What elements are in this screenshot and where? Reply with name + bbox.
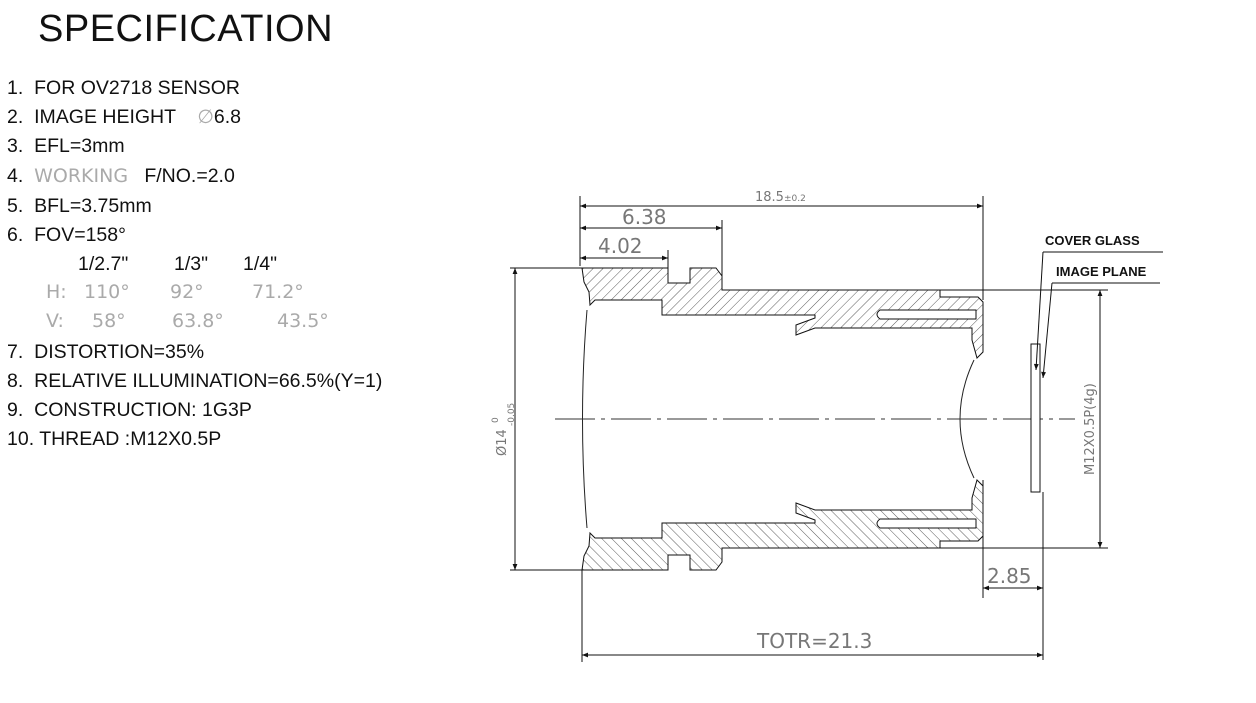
fov-value: 58° xyxy=(92,310,126,332)
svg-text:COVER GLASS: COVER GLASS xyxy=(1045,233,1140,248)
spec-item: 5. BFL=3.75mm xyxy=(7,195,152,217)
diameter-tol-lower: -0.05 xyxy=(507,403,517,426)
fov-label: V: xyxy=(46,310,64,332)
svg-text:TOTR=21.3: TOTR=21.3 xyxy=(756,629,872,653)
svg-text:2.85: 2.85 xyxy=(987,564,1032,588)
dimension-overall-length: 18.5±0.2 xyxy=(579,190,984,300)
dim-value: 18.5 xyxy=(755,190,784,205)
diameter-symbol: ∅ xyxy=(197,106,214,128)
spec-text: FOR OV2718 SENSOR xyxy=(34,77,241,99)
spec-num: 2. xyxy=(7,106,24,128)
svg-text:IMAGE PLANE: IMAGE PLANE xyxy=(1056,264,1147,279)
diameter-tol-upper: 0 xyxy=(491,417,501,423)
spec-item: 1. FOR OV2718 SENSOR xyxy=(7,77,240,99)
fov-value: 71.2° xyxy=(252,281,304,303)
dimension-6-38: 6.38 xyxy=(580,205,723,276)
svg-text:18.5±0.2: 18.5±0.2 xyxy=(755,190,806,205)
spec-num: 8. xyxy=(7,370,24,392)
spec-item: 4. WORKING F/NO.=2.0 xyxy=(7,165,235,187)
fov-v-row: V: 58° 63.8° 43.5° xyxy=(0,310,340,332)
fov-value: 110° xyxy=(84,281,130,303)
dimension-2-85: 2.85 xyxy=(982,480,1044,660)
dimension-totr: TOTR=21.3 xyxy=(581,570,1043,662)
spec-num: 3. xyxy=(7,135,24,157)
spec-num: 10. xyxy=(7,428,35,450)
spec-num: 6. xyxy=(7,224,24,246)
spec-num: 1. xyxy=(7,77,24,99)
spec-text: DISTORTION=35% xyxy=(34,341,205,363)
spec-num: 4. xyxy=(7,165,24,187)
spec-num: 9. xyxy=(7,399,24,421)
svg-text:4.02: 4.02 xyxy=(598,234,643,258)
fov-sensor: 1/3" xyxy=(174,253,209,275)
fov-sensor: 1/4" xyxy=(243,253,278,275)
spec-text: BFL=3.75mm xyxy=(34,195,152,217)
dim-tolerance: ±0.2 xyxy=(784,194,806,204)
image-plane-callout: IMAGE PLANE xyxy=(1041,264,1160,379)
fov-label: H: xyxy=(46,281,67,303)
fov-value: 92° xyxy=(170,281,204,303)
spec-item: 2. IMAGE HEIGHT ∅6.8 xyxy=(7,106,241,128)
cover-glass-callout: COVER GLASS xyxy=(1033,233,1163,371)
dimension-thread: M12X0.5P(4g) xyxy=(940,289,1108,549)
spec-item: 8. RELATIVE ILLUMINATION=66.5%(Y=1) xyxy=(7,370,382,392)
spec-text: IMAGE HEIGHT xyxy=(34,106,176,128)
fov-value: 43.5° xyxy=(277,310,329,332)
spec-item: 6. FOV=158° xyxy=(7,224,126,246)
barrel-section-lower xyxy=(581,479,984,571)
fov-sensor-row: 1/2.7" 1/3" 1/4" xyxy=(0,253,320,275)
spec-text: THREAD :M12X0.5P xyxy=(39,428,222,450)
spec-text: CONSTRUCTION: 1G3P xyxy=(34,399,252,421)
spec-item: 7. DISTORTION=35% xyxy=(7,341,204,363)
dimension-diameter: Ø14 0 -0.05 xyxy=(491,267,582,571)
svg-text:M12X0.5P(4g): M12X0.5P(4g) xyxy=(1083,383,1098,475)
spec-item: 3. EFL=3mm xyxy=(7,135,125,157)
spec-text: RELATIVE ILLUMINATION=66.5%(Y=1) xyxy=(34,370,383,392)
fov-h-row: H: 110° 92° 71.2° xyxy=(0,281,340,303)
cover-glass xyxy=(1030,343,1041,493)
spec-thin-text: WORKING xyxy=(34,165,129,187)
page-title: SPECIFICATION xyxy=(38,8,334,50)
spec-item: 10. THREAD :M12X0.5P xyxy=(7,428,221,450)
svg-text:6.38: 6.38 xyxy=(622,205,667,229)
fov-value: 63.8° xyxy=(172,310,224,332)
diameter-value: Ø14 xyxy=(495,429,510,456)
spec-num: 7. xyxy=(7,341,24,363)
spec-text: F/NO.=2.0 xyxy=(144,165,235,187)
spec-num: 5. xyxy=(7,195,24,217)
fov-sensor: 1/2.7" xyxy=(78,253,129,275)
spec-text: EFL=3mm xyxy=(34,135,125,157)
barrel-section-upper xyxy=(581,267,984,359)
spec-text: FOV=158° xyxy=(34,224,126,246)
dimension-4-02: 4.02 xyxy=(580,234,669,268)
spec-item: 9. CONSTRUCTION: 1G3P xyxy=(7,399,252,421)
spec-value: 6.8 xyxy=(213,106,242,128)
